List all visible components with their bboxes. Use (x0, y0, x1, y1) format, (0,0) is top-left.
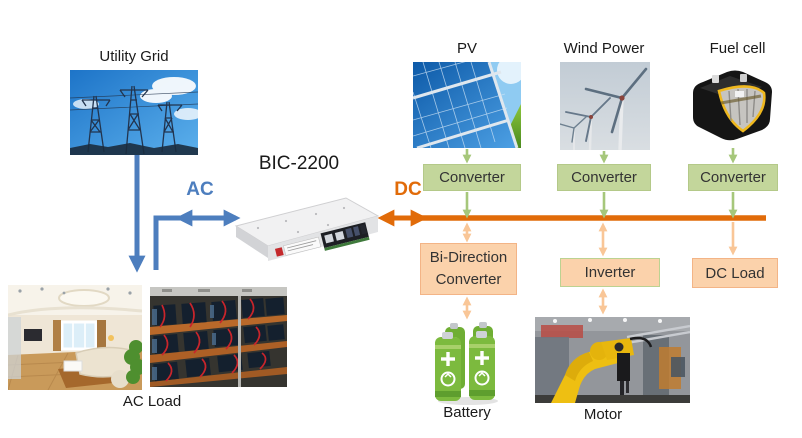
curtain-right (97, 320, 106, 353)
battery-photo (433, 321, 503, 406)
turbine-small (560, 116, 587, 150)
utility-grid-label: Utility Grid (99, 48, 169, 65)
gripper (617, 353, 630, 381)
floor (535, 395, 690, 403)
towers (70, 85, 198, 155)
terminals (712, 74, 747, 83)
pv-photo (413, 62, 521, 148)
plus-symbols (441, 351, 489, 366)
panel-grid (413, 62, 508, 148)
red-banner (541, 325, 583, 338)
ottoman (111, 370, 129, 388)
ceiling-ring (58, 289, 110, 307)
ceiling (150, 287, 287, 296)
ceiling-fixtures (162, 289, 252, 292)
lamp (108, 335, 114, 341)
bi-direction-converter-text: Bi-Direction Converter (430, 247, 508, 291)
robot-arm (551, 336, 653, 403)
bi-direction-line2: Converter (435, 271, 502, 288)
ac-load-label: AC Load (122, 393, 182, 410)
shelves (150, 315, 287, 387)
screen-blur (671, 357, 685, 377)
battery-rack-photo (150, 287, 287, 387)
front-panel-detail (274, 222, 370, 257)
brand-logo (274, 247, 284, 257)
substation-silhouette (70, 143, 198, 155)
panel-frames (413, 62, 519, 148)
dc-load-box: DC Load (692, 258, 778, 288)
label-lines (287, 240, 317, 252)
wind-power-photo (560, 62, 650, 150)
window-mullions (72, 322, 86, 349)
bic-2200-photo (234, 197, 380, 261)
battery-label: Battery (443, 404, 491, 421)
turbine-large (584, 67, 648, 150)
dc-bus-label: DC (394, 179, 422, 200)
terminal-pins (324, 224, 367, 244)
converter-box-fuel: Converter (688, 164, 778, 191)
sky (560, 62, 650, 150)
bi-direction-converter-box: Bi-Direction Converter (420, 243, 517, 295)
motor-label: Motor (583, 406, 623, 423)
converter-box-pv: Converter (423, 164, 521, 191)
pv-label: PV (456, 40, 477, 57)
rack-pole (238, 296, 241, 387)
inverter-box: Inverter (560, 258, 660, 287)
curtain-left (53, 320, 61, 351)
red-cables (159, 298, 267, 382)
plate-bar (720, 94, 762, 105)
window (60, 320, 98, 351)
converter-box-wind: Converter (557, 164, 651, 191)
front-cells (435, 331, 495, 401)
ceiling-sweep (8, 306, 142, 317)
cable (629, 336, 653, 348)
motor-photo (535, 317, 690, 403)
bic-2200-title: BIC-2200 (258, 153, 340, 174)
pcb-edge (324, 236, 370, 251)
bi-direction-line1: Bi-Direction (429, 249, 508, 267)
fuel-cell-label: Fuel cell (709, 40, 766, 57)
rails (626, 324, 690, 345)
fuel-cell-photo (685, 63, 776, 145)
living-room-photo (8, 285, 142, 390)
lights (553, 318, 662, 323)
left-face (236, 226, 268, 258)
recycle-symbols (440, 370, 490, 387)
coffee-table (63, 360, 83, 372)
wind-power-label: Wind Power (563, 40, 645, 57)
ac-bus-label: AC (186, 179, 214, 200)
plant (124, 340, 142, 384)
line-acload-to-bic (153, 215, 236, 270)
sun-glare (497, 62, 521, 84)
tv (24, 329, 42, 341)
turbine-medium (565, 97, 611, 150)
glass-partition (8, 317, 21, 379)
clouds (73, 77, 198, 120)
spotlights (18, 287, 132, 295)
utility-grid-photo (70, 70, 198, 155)
screws (256, 206, 346, 234)
inner-terminal (735, 91, 744, 97)
